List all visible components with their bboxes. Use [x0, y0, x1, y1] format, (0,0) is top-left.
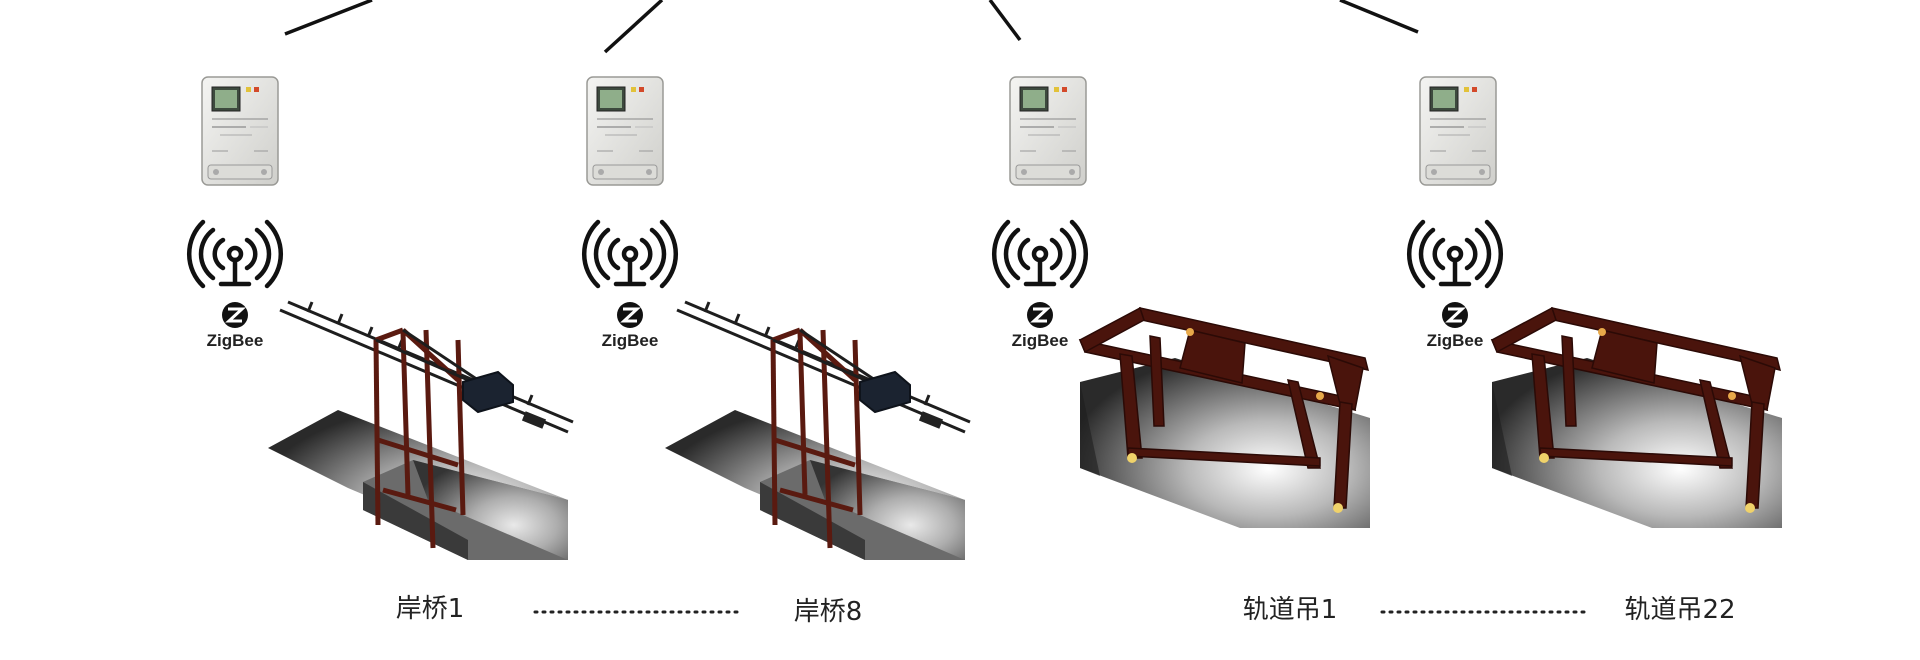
electric-meter-icon — [586, 76, 664, 186]
uplink-line-rmg1 — [988, 0, 1022, 42]
node-rail-gantry-1: ZigBee 轨道吊1 — [994, 76, 1371, 625]
quay-crane-illustration — [665, 302, 970, 560]
wireless-antenna-icon — [1409, 222, 1501, 286]
wireless-antenna-icon — [584, 222, 676, 286]
zigbee-label: ZigBee — [1012, 331, 1069, 350]
zigbee-logo-icon — [1025, 300, 1055, 330]
uplink-lines — [284, 0, 1419, 54]
node-label: 岸桥8 — [794, 597, 863, 627]
wireless-antenna-icon — [994, 222, 1086, 286]
uplink-line-qc1 — [284, 0, 373, 36]
node-quay-crane-8: ZigBee 岸桥8 — [584, 76, 970, 627]
zigbee-label: ZigBee — [1427, 331, 1484, 350]
zigbee-logo-icon — [615, 300, 645, 330]
node-quay-crane-1: ZigBee 岸桥1 — [189, 76, 573, 624]
rail-gantry-crane-illustration — [1491, 307, 1783, 529]
zigbee-label: ZigBee — [207, 331, 264, 350]
uplink-line-rmg22 — [1339, 0, 1419, 34]
electric-meter-icon — [201, 76, 279, 186]
node-label: 轨道吊22 — [1624, 595, 1735, 625]
uplink-line-qc8 — [603, 0, 664, 54]
quay-crane-illustration — [268, 302, 573, 560]
zigbee-logo-icon — [220, 300, 250, 330]
electric-meter-icon — [1009, 76, 1087, 186]
electric-meter-icon — [1419, 76, 1497, 186]
zigbee-label: ZigBee — [602, 331, 659, 350]
node-rail-gantry-22: ZigBee 轨道吊22 — [1409, 76, 1783, 625]
rail-gantry-crane-illustration — [1079, 307, 1371, 529]
node-label: 岸桥1 — [396, 594, 465, 624]
node-label: 轨道吊1 — [1243, 595, 1338, 625]
wireless-antenna-icon — [189, 222, 281, 286]
zigbee-logo-icon — [1440, 300, 1470, 330]
